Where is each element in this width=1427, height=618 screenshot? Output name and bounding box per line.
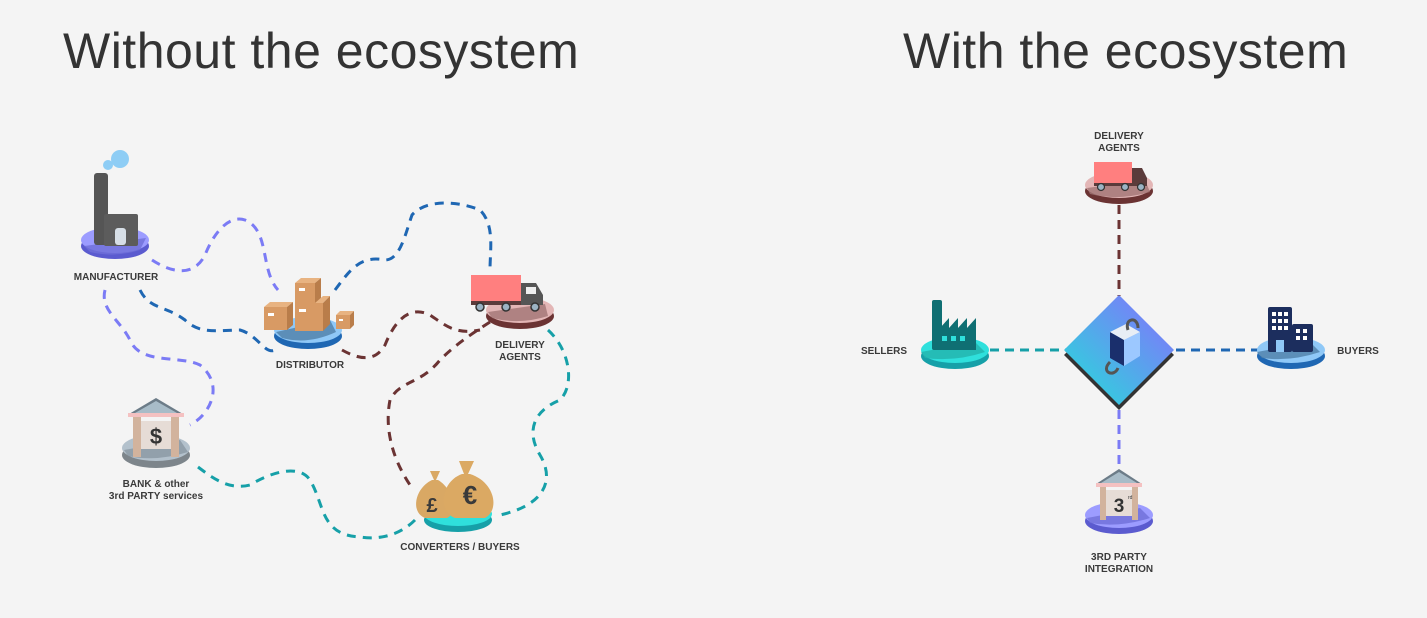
label-delivery-right-line2: AGENTS xyxy=(1098,143,1140,154)
money-bags-icon: £ € xyxy=(416,461,494,518)
label-sellers: SELLERS xyxy=(860,346,908,357)
label-third-party: 3RD PARTY INTEGRATION xyxy=(1077,552,1161,576)
label-delivery-right: DELIVERY AGENTS xyxy=(1087,131,1151,155)
dollar-glyph: $ xyxy=(150,424,162,449)
link-delivery-converters-teal xyxy=(499,328,571,517)
label-bank-line2: 3rd PARTY services xyxy=(108,491,204,502)
pound-glyph: £ xyxy=(426,495,437,517)
node-delivery-right xyxy=(1085,162,1153,204)
euro-glyph: € xyxy=(463,480,477,510)
link-delivery-converters-maroon xyxy=(386,320,491,486)
label-third-party-line2: INTEGRATION xyxy=(1084,564,1154,575)
label-bank: BANK & other 3rd PARTY services xyxy=(100,479,212,503)
node-converters: £ € xyxy=(416,461,494,532)
boxes-icon xyxy=(264,278,354,331)
title-with-ecosystem: With the ecosystem xyxy=(903,23,1349,79)
label-manufacturer: MANUFACTURER xyxy=(73,272,159,283)
blockchain-hub-icon xyxy=(1064,295,1174,410)
node-third-party: 3 rd xyxy=(1085,469,1153,534)
third-sup-glyph: rd xyxy=(1128,495,1133,501)
label-delivery-right-line1: DELIVERY xyxy=(1094,131,1144,142)
link-manufacturer-bank xyxy=(102,289,215,427)
label-delivery-left: DELIVERY AGENTS xyxy=(488,340,552,364)
label-bank-line1: BANK & other xyxy=(122,479,190,490)
node-distributor xyxy=(264,278,354,349)
bank-icon: 3 rd xyxy=(1096,469,1142,520)
factory-icon xyxy=(932,300,976,350)
link-distributor-delivery-maroon xyxy=(341,310,481,360)
node-manufacturer xyxy=(81,150,149,259)
truck-icon xyxy=(1094,162,1147,192)
node-sellers xyxy=(921,300,989,369)
label-delivery-left-line2: AGENTS xyxy=(499,352,541,363)
node-bank: $ xyxy=(122,398,190,468)
factory-icon xyxy=(94,150,138,246)
title-without-ecosystem: Without the ecosystem xyxy=(63,23,580,79)
node-buyers xyxy=(1257,307,1325,369)
label-delivery-left-line1: DELIVERY xyxy=(495,340,545,351)
truck-icon xyxy=(471,275,543,312)
label-buyers: BUYERS xyxy=(1337,346,1379,357)
node-delivery-left xyxy=(471,275,554,329)
link-manufacturer-distributor-blue xyxy=(138,289,276,353)
link-manufacturer-distributor-purple xyxy=(151,217,280,292)
bank-icon: $ xyxy=(128,398,184,457)
label-converters: CONVERTERS / BUYERS xyxy=(400,542,520,553)
label-third-party-line1: 3RD PARTY xyxy=(1091,552,1147,563)
third-glyph: 3 xyxy=(1114,496,1125,517)
link-distributor-delivery-blue xyxy=(333,201,493,291)
building-icon xyxy=(1268,307,1313,352)
link-bank-converters xyxy=(197,465,417,540)
label-distributor: DISTRIBUTOR xyxy=(275,360,345,371)
